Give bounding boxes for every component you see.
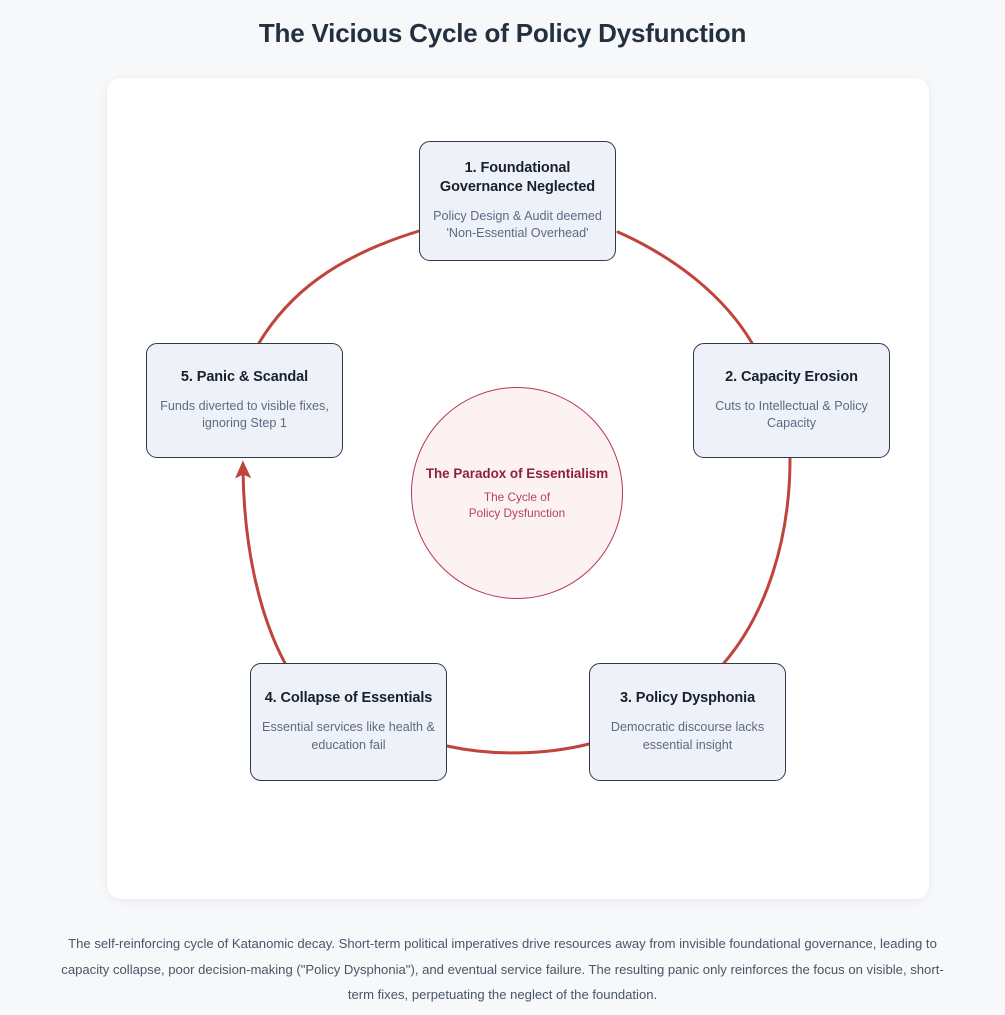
cycle-node-5-description: Funds diverted to visible fixes, ignorin…: [160, 398, 329, 431]
cycle-node-1-description: Policy Design & Audit deemed 'Non-Essent…: [433, 208, 602, 241]
cycle-node-4-title: 4. Collapse of Essentials: [264, 690, 433, 707]
center-hub-title: The Paradox of Essentialism: [425, 465, 609, 481]
cycle-node-1[interactable]: 1. Foundational Governance Neglected Pol…: [419, 141, 616, 261]
cycle-node-2-title: 2. Capacity Erosion: [725, 368, 858, 385]
cycle-node-1-title: 1. Foundational Governance Neglected: [439, 160, 596, 195]
cycle-node-4[interactable]: 4. Collapse of Essentials Essential serv…: [250, 663, 447, 781]
center-hub-subtitle: The Cycle of Policy Dysfunction: [469, 490, 565, 521]
cycle-node-5-title: 5. Panic & Scandal: [180, 368, 309, 385]
center-hub-subtitle-line1: The Cycle of: [483, 490, 551, 505]
page-title: The Vicious Cycle of Policy Dysfunction: [258, 18, 747, 48]
cycle-node-2[interactable]: 2. Capacity Erosion Cuts to Intellectual…: [693, 343, 890, 458]
center-hub-subtitle-line2: Policy Dysfunction: [468, 505, 566, 520]
center-hub: The Paradox of Essentialism The Cycle of…: [411, 387, 623, 599]
cycle-node-3[interactable]: 3. Policy Dysphonia Democratic discourse…: [589, 663, 786, 781]
cycle-node-3-title: 3. Policy Dysphonia: [619, 690, 756, 707]
cycle-node-5[interactable]: 5. Panic & Scandal Funds diverted to vis…: [146, 343, 343, 458]
diagram-caption: The self-reinforcing cycle of Katanomic …: [61, 936, 944, 1003]
cycle-node-4-description: Essential services like health & educati…: [262, 720, 435, 752]
cycle-node-2-description: Cuts to Intellectual & Policy Capacity: [715, 398, 868, 431]
cycle-node-3-description: Democratic discourse lacks essential ins…: [610, 720, 765, 752]
